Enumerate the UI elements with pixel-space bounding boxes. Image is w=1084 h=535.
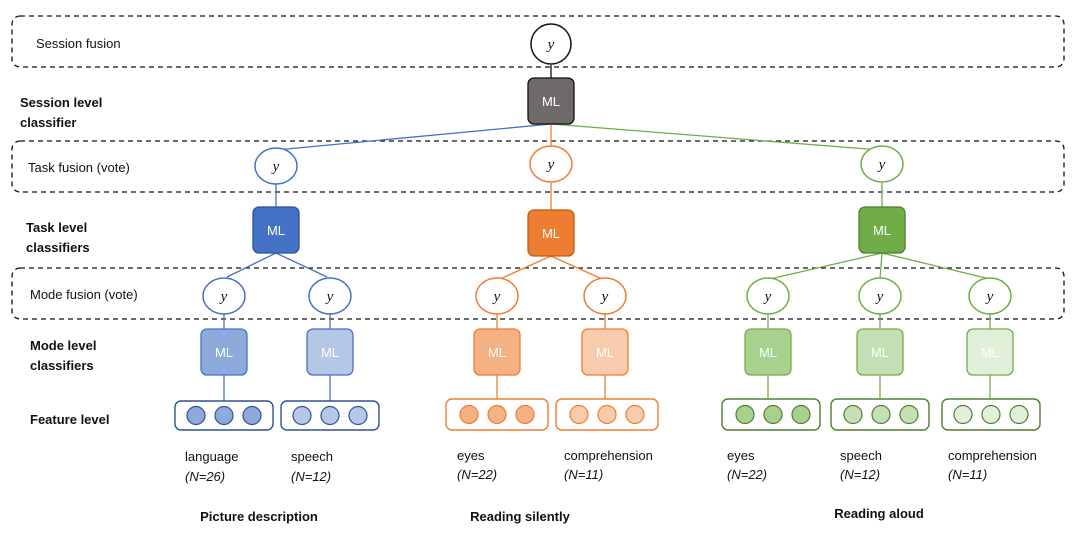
feature-vector-aloud-comprehension <box>941 398 1041 431</box>
mode-output-node-aloud-eyes <box>746 277 790 315</box>
connector-session-to-blue <box>275 123 552 151</box>
connector-orange-mode-2 <box>550 255 603 280</box>
mode-classifier-picture-speech <box>306 328 354 376</box>
session-fusion-band <box>11 15 1065 68</box>
mode-n-aloud-eyes: (N=22) <box>727 467 767 482</box>
feature-vector-picture-speech <box>280 400 380 431</box>
mode-label-picture-speech: speech <box>291 449 333 464</box>
mode-output-symbol-aloud-comprehension: y <box>985 289 994 305</box>
task-classifier-aloud <box>858 206 906 254</box>
mode-classifier-label-silent-eyes: ML <box>488 345 506 360</box>
mode-label-language: language <box>185 449 239 464</box>
mode-level-label-line2: classifiers <box>30 358 94 373</box>
mode-label-aloud-speech: speech <box>840 448 882 463</box>
connector-green-mode-3 <box>881 252 991 280</box>
task-output-node-aloud <box>860 145 904 183</box>
mode-classifier-language <box>200 328 248 376</box>
task-output-node-picture <box>254 147 298 185</box>
task-classifier-label-silent: ML <box>542 226 560 241</box>
mode-output-node-silent-eyes <box>475 277 519 315</box>
task-classifier-silent <box>527 209 575 257</box>
mode-classifier-label-silent-comprehension: ML <box>596 345 614 360</box>
mode-n-aloud-speech: (N=12) <box>840 467 880 482</box>
mode-fusion-label: Mode fusion (vote) <box>30 287 138 302</box>
mode-output-symbol-language: y <box>219 289 228 305</box>
mode-classifier-aloud-speech <box>856 328 904 376</box>
mode-classifier-label-aloud-speech: ML <box>871 345 889 360</box>
feature-vector-language <box>174 400 274 431</box>
mode-classifier-label-picture-speech: ML <box>321 345 339 360</box>
task-output-symbol-picture: y <box>271 159 280 175</box>
task-classifier-picture <box>252 206 300 254</box>
mode-output-node-aloud-comprehension <box>968 277 1012 315</box>
session-classifier-box <box>527 77 575 125</box>
mode-n-silent-eyes: (N=22) <box>457 467 497 482</box>
mode-classifier-silent-comprehension <box>581 328 629 376</box>
task-output-symbol-silent: y <box>546 157 555 173</box>
connector-lines <box>223 65 991 402</box>
connector-green-mode-2 <box>879 252 883 280</box>
session-level-label-line1: Session level <box>20 95 102 110</box>
feature-level-label: Feature level <box>30 412 110 427</box>
session-classifier-label: ML <box>542 94 560 109</box>
connector-blue-mode-2 <box>275 252 328 278</box>
mode-label-silent-comprehension: comprehension <box>564 448 653 463</box>
mode-output-node-silent-comprehension <box>583 277 627 315</box>
task-fusion-label: Task fusion (vote) <box>28 160 130 175</box>
connector-session-to-green <box>550 123 881 151</box>
mode-n-picture-speech: (N=12) <box>291 469 331 484</box>
task-classifier-label-aloud: ML <box>873 223 891 238</box>
task-fusion-band <box>11 140 1065 193</box>
mode-label-silent-eyes: eyes <box>457 448 485 463</box>
feature-vector-aloud-eyes <box>721 398 821 431</box>
group-label-reading-aloud: Reading aloud <box>834 506 924 521</box>
mode-output-symbol-aloud-speech: y <box>875 289 884 305</box>
mode-fusion-band <box>11 267 1065 320</box>
mode-output-symbol-silent-comprehension: y <box>600 289 609 305</box>
mode-classifier-label-aloud-eyes: ML <box>759 345 777 360</box>
session-level-label-line2: classifier <box>20 115 76 130</box>
mode-label-aloud-comprehension: comprehension <box>948 448 1037 463</box>
mode-n-aloud-comprehension: (N=11) <box>948 467 987 482</box>
feature-vector-silent-eyes <box>445 398 549 431</box>
mode-classifier-label-aloud-comprehension: ML <box>981 345 999 360</box>
task-classifier-label-picture: ML <box>267 223 285 238</box>
mode-n-silent-comprehension: (N=11) <box>564 467 603 482</box>
mode-output-node-picture-speech <box>308 277 352 315</box>
task-output-node-silent <box>529 145 573 183</box>
connector-green-mode-1 <box>769 252 883 280</box>
group-label-reading-silently: Reading silently <box>470 509 570 524</box>
mode-output-symbol-aloud-eyes: y <box>763 289 772 305</box>
mode-classifier-aloud-comprehension <box>966 328 1014 376</box>
session-output-symbol: y <box>546 37 555 53</box>
session-output-node <box>530 23 572 65</box>
mode-classifier-aloud-eyes <box>744 328 792 376</box>
connector-blue-mode-1 <box>226 252 277 278</box>
feature-vector-silent-comprehension <box>555 398 659 431</box>
task-level-label-line2: classifiers <box>26 240 90 255</box>
feature-vector-aloud-speech <box>830 398 930 431</box>
session-fusion-label: Session fusion <box>36 36 121 51</box>
mode-n-language: (N=26) <box>185 469 225 484</box>
task-level-label-line1: Task level <box>26 220 87 235</box>
connector-orange-mode-1 <box>499 255 552 280</box>
mode-classifier-silent-eyes <box>473 328 521 376</box>
mode-label-aloud-eyes: eyes <box>727 448 755 463</box>
group-label-picture-description: Picture description <box>200 509 318 524</box>
mode-output-symbol-silent-eyes: y <box>492 289 501 305</box>
task-output-symbol-aloud: y <box>877 157 886 173</box>
mode-level-label-line1: Mode level <box>30 338 96 353</box>
mode-output-node-language <box>202 277 246 315</box>
mode-output-node-aloud-speech <box>858 277 902 315</box>
mode-output-symbol-picture-speech: y <box>325 289 334 305</box>
mode-classifier-label-language: ML <box>215 345 233 360</box>
